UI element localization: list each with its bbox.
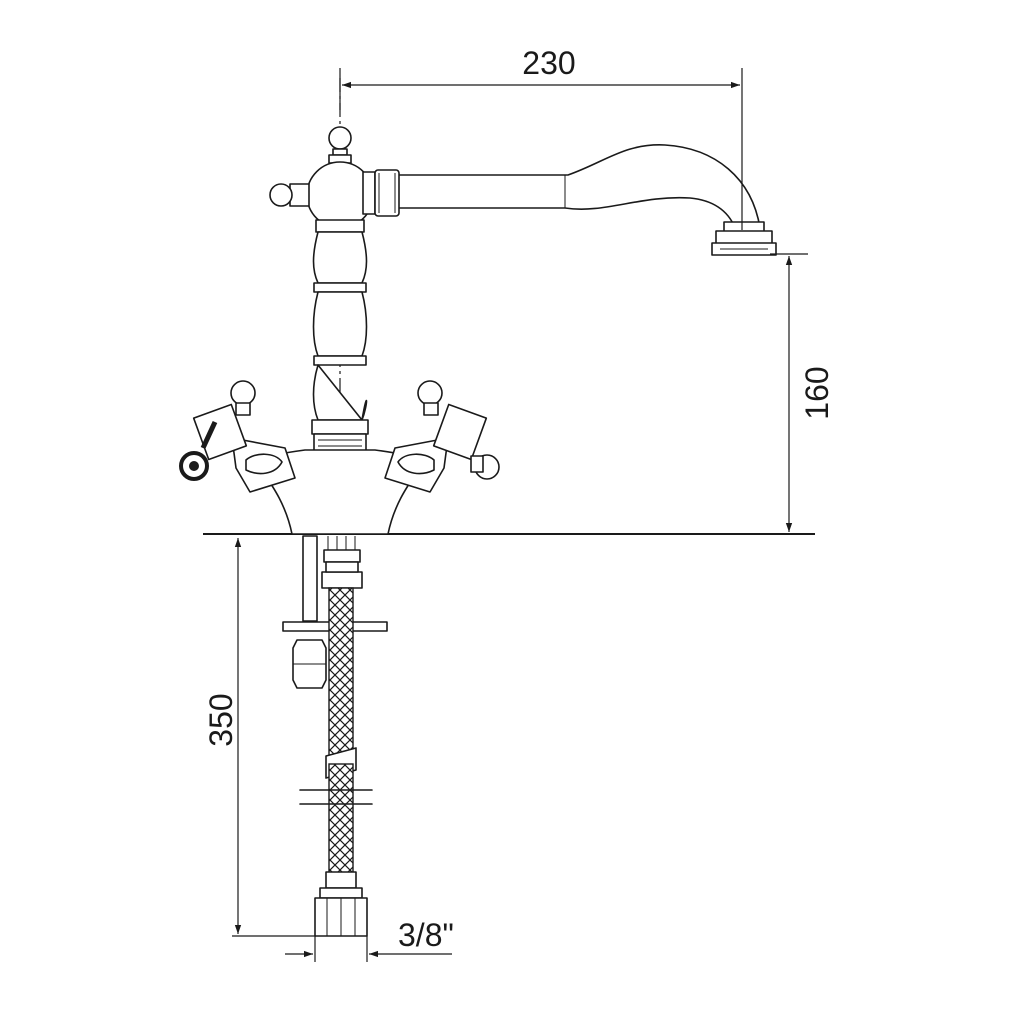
dimension-connection-size: 3/8" bbox=[285, 917, 454, 962]
right-cross-handle bbox=[384, 380, 500, 493]
spout bbox=[397, 144, 777, 256]
dimension-label-connection-size: 3/8" bbox=[398, 917, 454, 953]
left-cross-handle bbox=[179, 380, 296, 493]
supply-hose-assembly bbox=[282, 535, 388, 937]
dimension-label-hose-length: 350 bbox=[203, 693, 239, 746]
dimension-label-spout-reach: 230 bbox=[522, 45, 575, 81]
dimension-spout-reach: 230 bbox=[339, 45, 743, 230]
faucet-body bbox=[254, 126, 426, 535]
dimension-spout-height: 160 bbox=[770, 253, 835, 532]
dimension-label-spout-height: 160 bbox=[799, 366, 835, 419]
dimension-hose-length: 350 bbox=[203, 538, 316, 937]
